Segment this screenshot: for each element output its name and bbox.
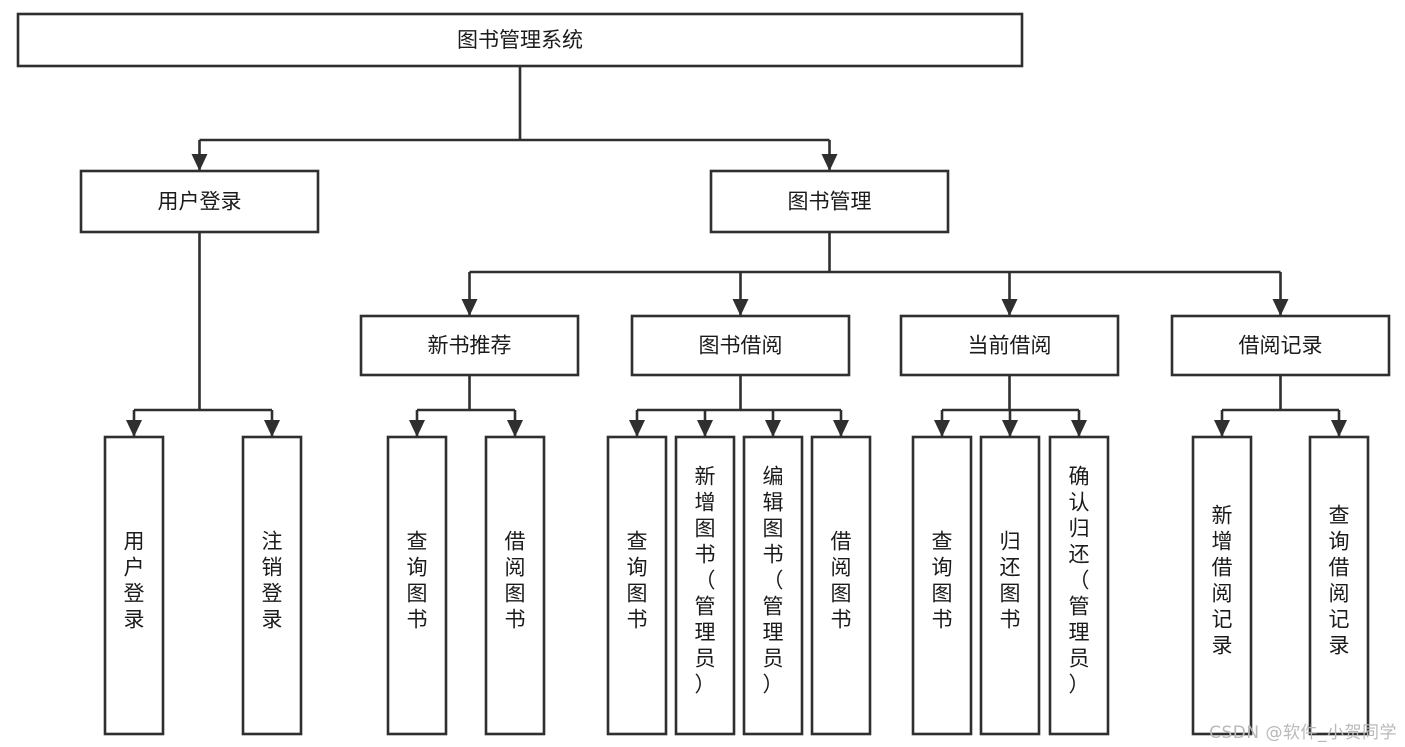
node-label-借阅记录: 借阅记录 (1239, 334, 1323, 358)
node-box-新增图书管理员 (674, 435, 736, 736)
node-box-确认归还管理员 (1048, 435, 1110, 736)
node-确认归还管理员[interactable]: 确认归还（管理员） (1048, 435, 1110, 736)
arrow-head-icon (833, 420, 849, 437)
node-box-新增借阅记录 (1191, 435, 1253, 736)
arrow-head-icon (732, 299, 749, 316)
node-图书管理[interactable]: 图书管理 (709, 169, 950, 234)
node-查询图书[interactable]: 查询图书 (911, 435, 973, 736)
node-查询图书[interactable]: 查询图书 (606, 435, 668, 736)
node-label-借阅图书: 借阅图书 (831, 530, 852, 632)
arrow-head-icon (409, 420, 425, 437)
node-box-图书借阅 (630, 314, 851, 377)
node-图书管理系统[interactable]: 图书管理系统 (16, 12, 1024, 68)
arrow-head-icon (461, 299, 478, 316)
arrow-head-icon (507, 420, 523, 437)
node-box-查询图书 (386, 435, 448, 736)
node-label-查询图书: 查询图书 (932, 530, 953, 632)
arrow-head-icon (1214, 420, 1230, 437)
node-label-注销登录: 注销登录 (262, 530, 283, 632)
arrow-head-icon (821, 154, 838, 171)
node-label-当前借阅: 当前借阅 (968, 334, 1052, 358)
arrow-head-icon (126, 420, 142, 437)
node-借阅记录[interactable]: 借阅记录 (1170, 314, 1391, 377)
arrow-head-icon (934, 420, 950, 437)
node-label-新增图书管理员: 新增图书（管理员） (695, 465, 716, 697)
node-box-借阅图书 (810, 435, 872, 736)
node-box-借阅记录 (1170, 314, 1391, 377)
arrow-head-icon (1002, 420, 1018, 437)
node-box-查询借阅记录 (1308, 435, 1370, 736)
node-box-查询图书 (606, 435, 668, 736)
node-归还图书[interactable]: 归还图书 (979, 435, 1041, 736)
node-用户登录[interactable]: 用户登录 (79, 169, 320, 234)
arrow-head-icon (697, 420, 713, 437)
node-新书推荐[interactable]: 新书推荐 (359, 314, 580, 377)
nodes-layer: 图书管理系统用户登录图书管理新书推荐图书借阅当前借阅借阅记录用户登录注销登录查询… (16, 12, 1391, 736)
node-图书借阅[interactable]: 图书借阅 (630, 314, 851, 377)
node-借阅图书[interactable]: 借阅图书 (810, 435, 872, 736)
node-label-图书借阅: 图书借阅 (699, 334, 783, 358)
node-新增借阅记录[interactable]: 新增借阅记录 (1191, 435, 1253, 736)
arrow-head-icon (264, 420, 280, 437)
node-label-归还图书: 归还图书 (1000, 530, 1021, 632)
node-label-新增借阅记录: 新增借阅记录 (1212, 504, 1233, 658)
node-box-查询图书 (911, 435, 973, 736)
node-label-查询借阅记录: 查询借阅记录 (1329, 504, 1350, 658)
node-注销登录[interactable]: 注销登录 (241, 435, 303, 736)
node-box-用户登录 (79, 169, 320, 234)
node-label-用户登录: 用户登录 (124, 530, 145, 632)
node-label-用户登录: 用户登录 (158, 190, 242, 214)
node-box-图书管理 (709, 169, 950, 234)
arrow-head-icon (1071, 420, 1087, 437)
node-box-新书推荐 (359, 314, 580, 377)
connectors-layer (126, 66, 1347, 437)
arrow-head-icon (191, 154, 208, 171)
node-查询图书[interactable]: 查询图书 (386, 435, 448, 736)
node-box-图书管理系统 (16, 12, 1024, 68)
node-box-注销登录 (241, 435, 303, 736)
node-label-查询图书: 查询图书 (627, 530, 648, 632)
node-借阅图书[interactable]: 借阅图书 (484, 435, 546, 736)
node-box-归还图书 (979, 435, 1041, 736)
node-编辑图书管理员[interactable]: 编辑图书（管理员） (742, 435, 804, 736)
arrow-head-icon (629, 420, 645, 437)
node-box-用户登录 (103, 435, 165, 736)
node-label-图书管理系统: 图书管理系统 (457, 28, 583, 52)
node-box-编辑图书管理员 (742, 435, 804, 736)
node-label-确认归还管理员: 确认归还（管理员） (1069, 465, 1090, 697)
arrow-head-icon (1331, 420, 1347, 437)
arrow-head-icon (1272, 299, 1289, 316)
node-当前借阅[interactable]: 当前借阅 (899, 314, 1120, 377)
node-box-当前借阅 (899, 314, 1120, 377)
node-label-新书推荐: 新书推荐 (428, 334, 512, 358)
node-box-借阅图书 (484, 435, 546, 736)
node-label-图书管理: 图书管理 (788, 190, 872, 214)
arrow-head-icon (765, 420, 781, 437)
arrow-head-icon (1001, 299, 1018, 316)
node-查询借阅记录[interactable]: 查询借阅记录 (1308, 435, 1370, 736)
node-label-编辑图书管理员: 编辑图书（管理员） (763, 465, 784, 697)
node-用户登录[interactable]: 用户登录 (103, 435, 165, 736)
node-新增图书管理员[interactable]: 新增图书（管理员） (674, 435, 736, 736)
node-label-借阅图书: 借阅图书 (505, 530, 526, 632)
node-label-查询图书: 查询图书 (407, 530, 428, 632)
